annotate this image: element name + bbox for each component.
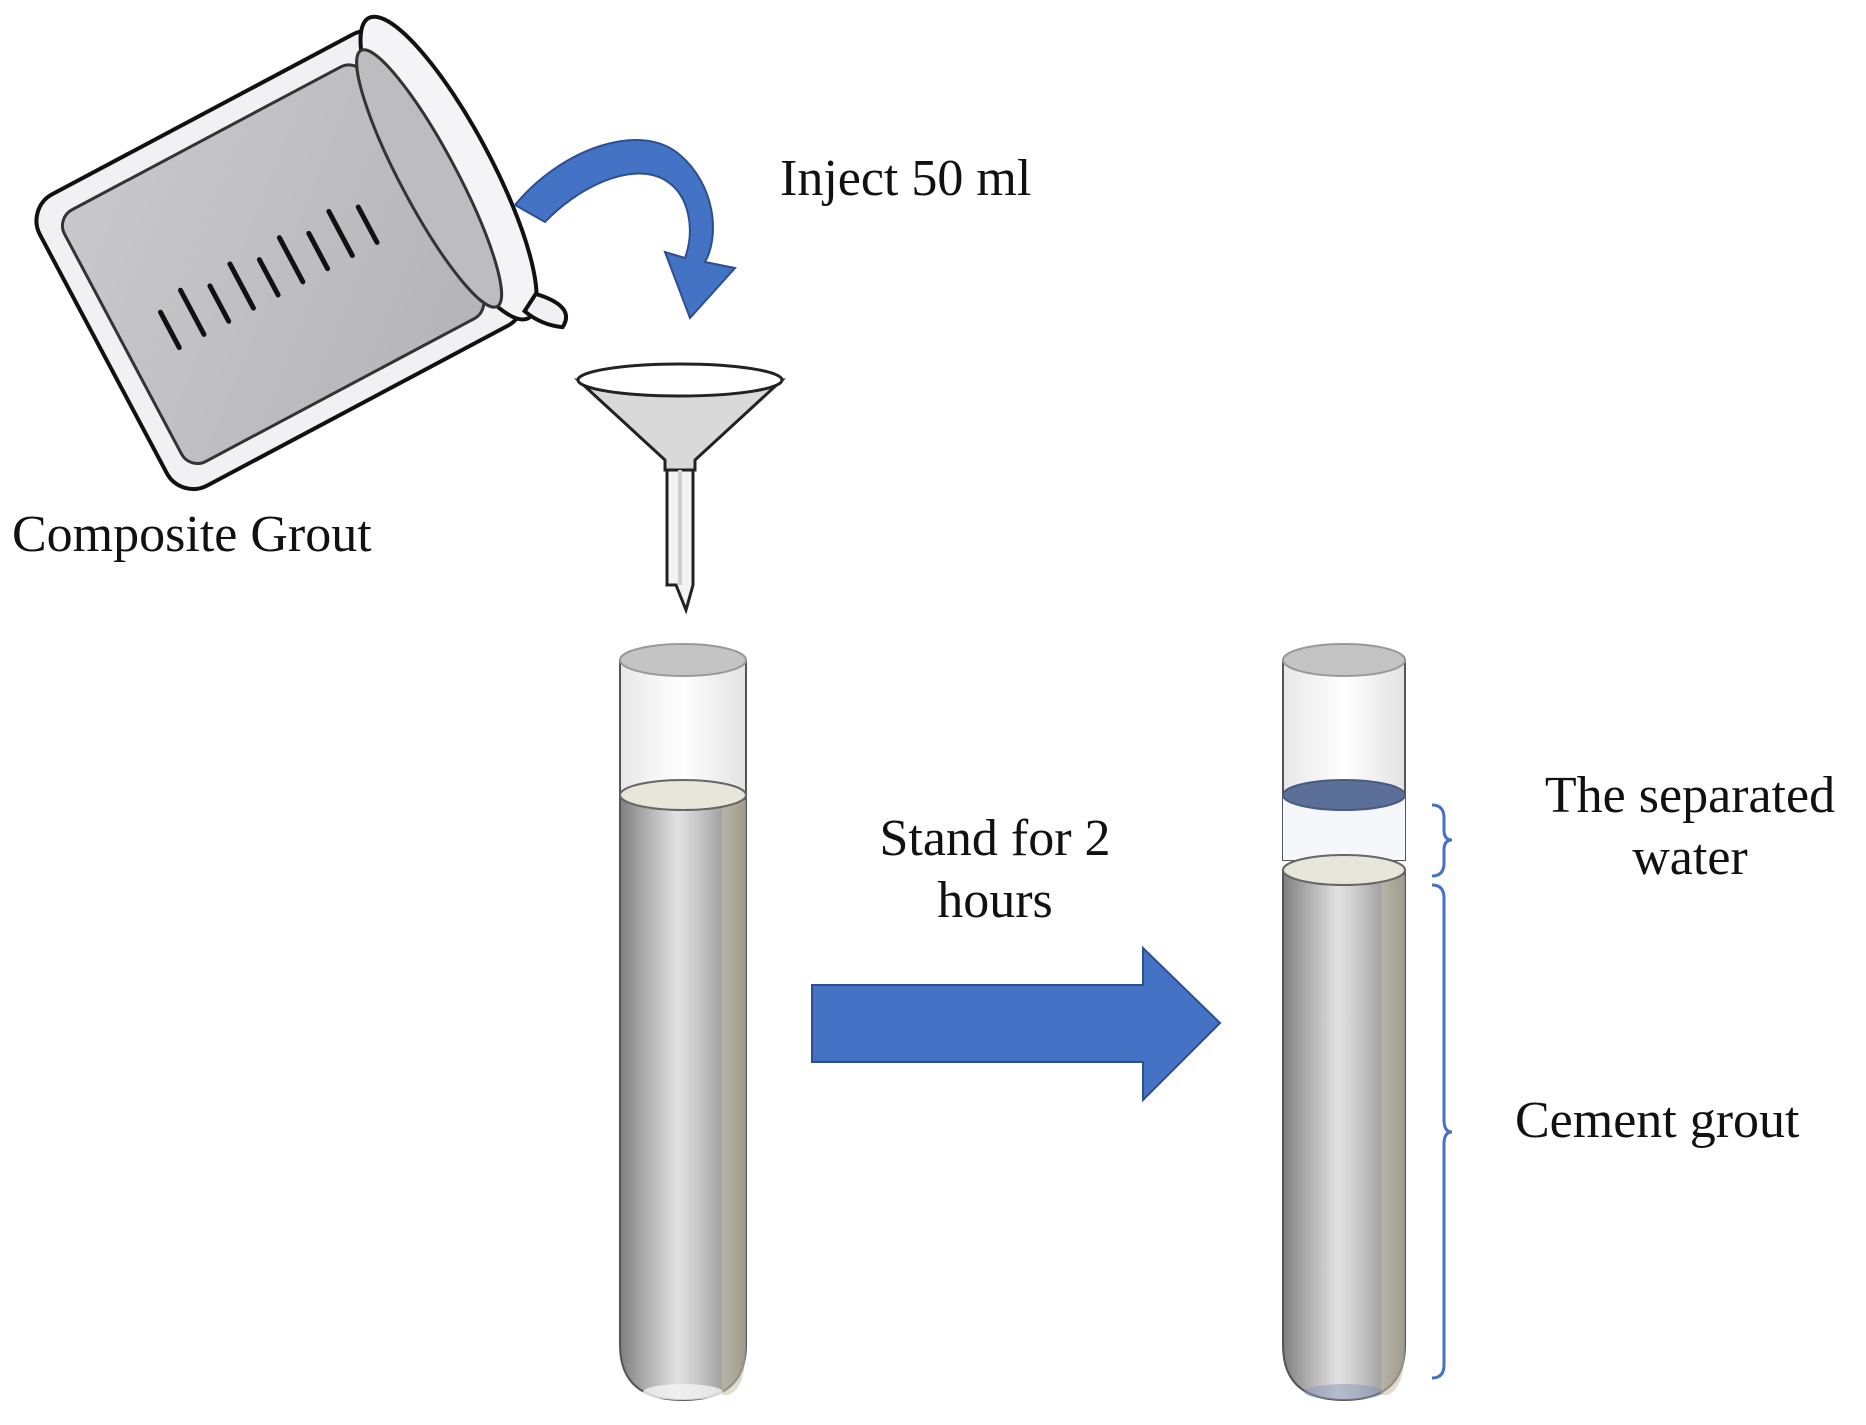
- inject-label: Inject 50 ml: [780, 150, 1032, 207]
- separated-water-line2: water: [1632, 829, 1748, 887]
- cement-grout-label: Cement grout: [1515, 1092, 1800, 1149]
- separated-water-brace: [1431, 803, 1453, 878]
- cement-grout-brace: [1431, 883, 1453, 1380]
- separated-water-surface: [1282, 779, 1406, 811]
- separated-water-label: The separated water: [1515, 765, 1865, 890]
- funnel-icon: [574, 362, 786, 615]
- stand-label-line2: hours: [937, 872, 1053, 930]
- beaker-icon: [34, 14, 569, 492]
- separated-water-line1: The separated: [1544, 767, 1836, 824]
- composite-grout-label: Composite Grout: [12, 506, 372, 563]
- stand-label-line1: Stand for 2: [879, 810, 1111, 867]
- test-tube-before: [619, 643, 747, 1402]
- stand-label: Stand for 2 hours: [830, 808, 1160, 933]
- process-arrow-icon: [811, 945, 1222, 1103]
- test-tube-after: [1282, 643, 1406, 1402]
- pour-arrow-icon: [513, 139, 737, 320]
- graduation-marks: [157, 204, 380, 351]
